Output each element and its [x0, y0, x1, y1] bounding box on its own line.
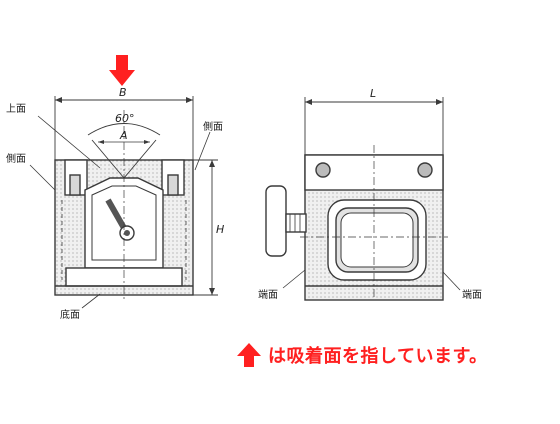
suction-face-arrow-icon: [109, 55, 135, 86]
label-end-face-left: 端面: [258, 288, 278, 301]
dimension-l-label: L: [370, 87, 376, 100]
front-leaders: [29, 115, 211, 309]
front-vblock-body: [54, 110, 194, 300]
label-top-face: 上面: [6, 103, 26, 115]
side-leaders: [282, 269, 461, 291]
side-vblock-body: [300, 145, 448, 301]
angle-60-label: 60°: [115, 112, 135, 125]
angle-indicator: [87, 123, 161, 179]
label-side-face-left: 側面: [6, 152, 26, 165]
side-view: L: [265, 87, 461, 301]
label-bottom-face: 底面: [60, 308, 80, 321]
label-end-face-right: 端面: [462, 288, 482, 301]
label-side-face-right: 側面: [203, 120, 223, 133]
inner-angle-label: A: [119, 129, 128, 142]
note-text: は吸着面を指しています。: [268, 346, 488, 367]
dimension-h-label: H: [216, 223, 224, 236]
knob-icon: [265, 185, 307, 257]
front-view: B: [29, 55, 224, 309]
dimension-b-label: B: [119, 86, 127, 99]
dimension-b: [54, 96, 194, 160]
dimension-l: [304, 97, 444, 160]
dimension-h: [193, 159, 218, 296]
up-arrow-icon: [237, 343, 261, 367]
suction-face-note: は吸着面を指しています。: [236, 340, 558, 370]
